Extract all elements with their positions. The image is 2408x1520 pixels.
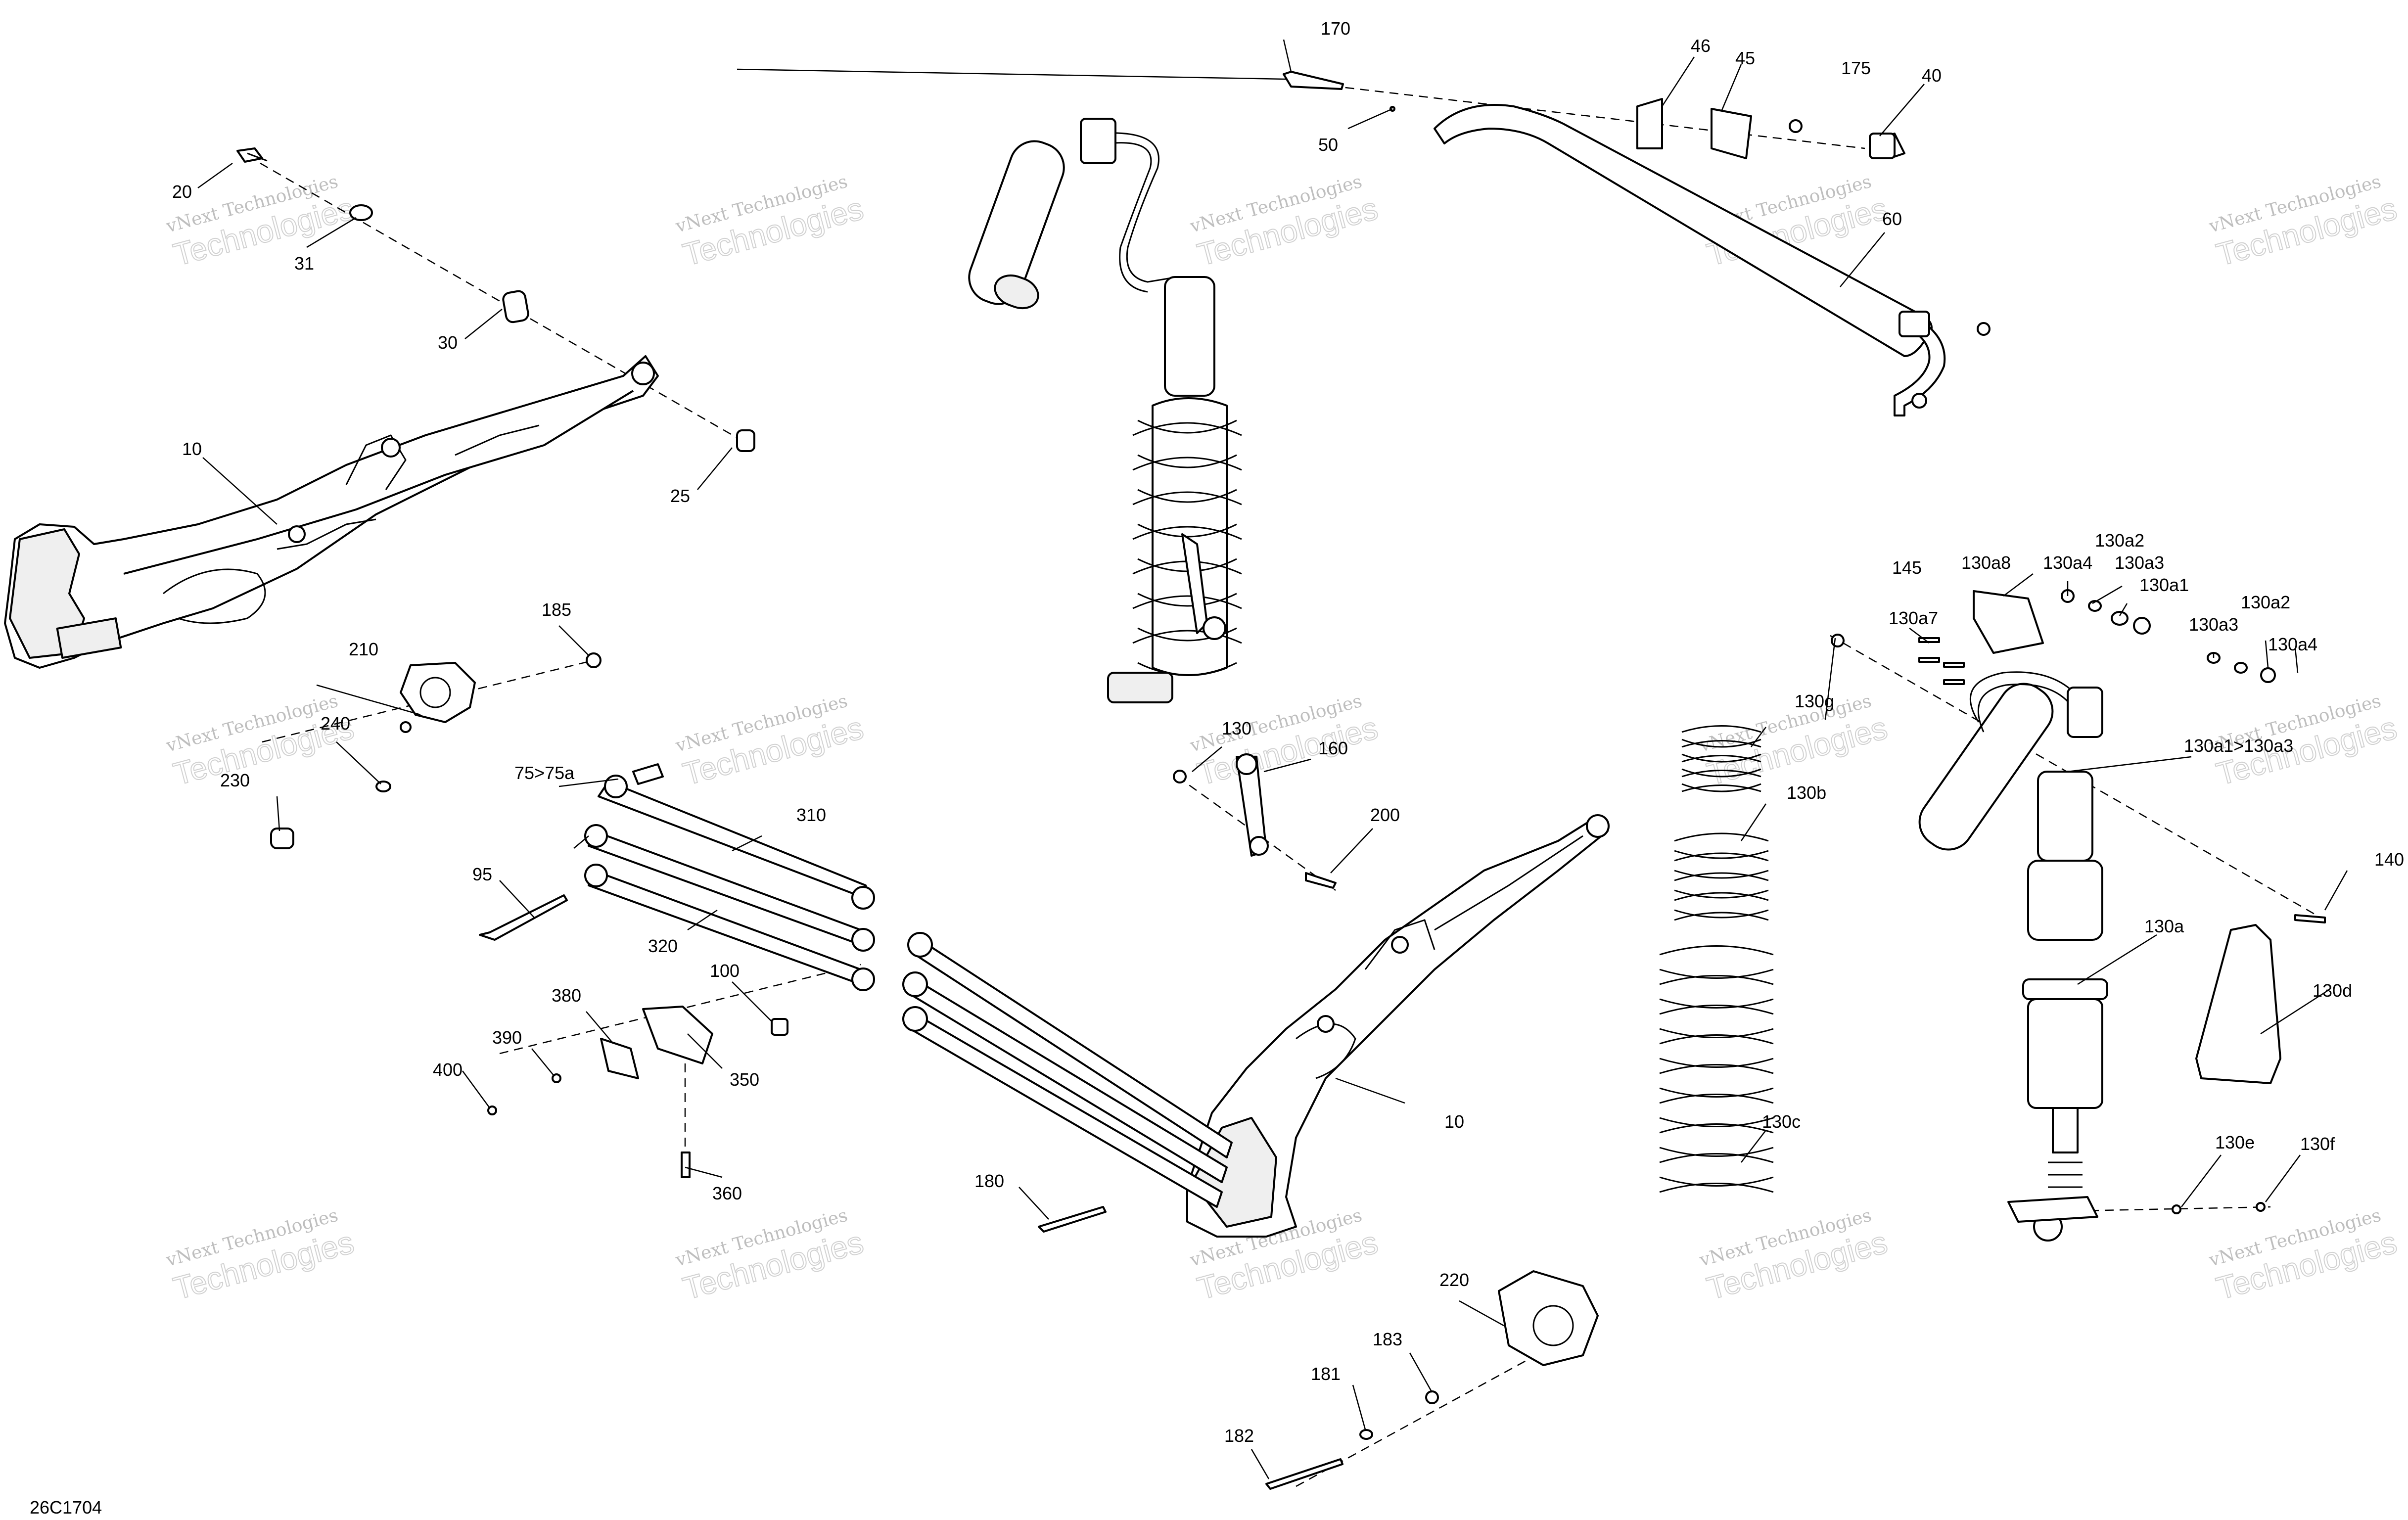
watermark: vNext Technologies Technologies [164, 691, 358, 793]
watermark: vNext Technologies Technologies [1188, 172, 1382, 274]
trailing-arm-right [1186, 814, 1610, 1238]
callout-310: 310 [796, 805, 826, 825]
callout-130a2: 130a2 [2241, 592, 2290, 612]
shock-absorber-right [1918, 671, 2108, 1242]
callout-10: 10 [1444, 1111, 1464, 1132]
callout-130b: 130b [1787, 783, 1826, 803]
leader-lines [197, 39, 2348, 1479]
watermark: vNext Technologies Technologies [2207, 1205, 2401, 1307]
callout-350: 350 [730, 1069, 759, 1090]
springs [1659, 725, 1774, 1193]
callout-130a1: 130a1 [2139, 575, 2189, 595]
callout-130a7: 130a7 [1889, 608, 1938, 628]
callout-240: 240 [321, 713, 350, 734]
watermark: vNext Technologies Technologies [1188, 691, 1382, 793]
watermark: vNext Technologies Technologies [164, 1205, 358, 1307]
callout-130c: 130c [1762, 1111, 1801, 1132]
link-arms-upper [584, 763, 875, 991]
callout-170: 170 [1321, 18, 1350, 39]
shock-absorber-center [968, 118, 1242, 703]
callout-45: 45 [1735, 48, 1755, 68]
callout-130a2: 130a2 [2095, 530, 2144, 551]
callout-200: 200 [1370, 805, 1400, 825]
diagram-code: 26C1704 [30, 1497, 102, 1518]
callout-160: 160 [1318, 738, 1348, 758]
callout-130g: 130g [1795, 691, 1834, 711]
callout-182: 182 [1224, 1426, 1254, 1446]
callout-181: 181 [1311, 1364, 1341, 1384]
callout-40: 40 [1922, 65, 1942, 86]
callout-25: 25 [670, 486, 690, 506]
callout-210: 210 [349, 639, 378, 659]
callouts: 10 20 25 30 31 40 45 46 50 60 75>75a 95 … [172, 18, 2404, 1446]
callout-390: 390 [492, 1027, 522, 1048]
callout-130f: 130f [2300, 1134, 2335, 1154]
watermark: vNext Technologies Technologies [2207, 172, 2401, 274]
callout-130a4: 130a4 [2268, 634, 2317, 654]
callout-75-75a: 75>75a [514, 763, 575, 783]
callout-180: 180 [974, 1171, 1004, 1191]
callout-50: 50 [1318, 135, 1338, 155]
callout-130a4: 130a4 [2043, 553, 2092, 573]
watermark: vNext Technologies Technologies [164, 172, 358, 274]
callout-130a3: 130a3 [2115, 553, 2164, 573]
callout-220: 220 [1439, 1270, 1469, 1290]
link-arms-lower [902, 932, 1233, 1208]
callout-100: 100 [710, 961, 740, 981]
callout-130e: 130e [2215, 1132, 2255, 1152]
callout-183: 183 [1373, 1329, 1402, 1349]
callout-360: 360 [712, 1183, 742, 1203]
callout-10: 10 [182, 439, 202, 459]
callout-140: 140 [2374, 849, 2404, 870]
callout-95: 95 [472, 864, 492, 884]
callout-130: 130 [1222, 718, 1251, 738]
callout-175: 175 [1841, 58, 1871, 78]
callout-130a1-130a3: 130a1>130a3 [2184, 736, 2293, 756]
trailing-arm-left [4, 355, 659, 669]
watermark: vNext Technologies Technologies [673, 691, 868, 793]
callout-185: 185 [542, 599, 571, 620]
small-parts [236, 71, 1896, 1490]
callout-230: 230 [220, 770, 250, 790]
callout-130d: 130d [2313, 980, 2352, 1001]
callout-130a3: 130a3 [2189, 614, 2238, 635]
watermark: vNext Technologies Technologies [1697, 1205, 1892, 1307]
callout-20: 20 [172, 182, 192, 202]
callout-60: 60 [1882, 209, 1902, 229]
callout-400: 400 [433, 1059, 463, 1080]
callout-380: 380 [552, 985, 581, 1006]
callout-46: 46 [1691, 36, 1711, 56]
callout-30: 30 [438, 332, 458, 353]
callout-320: 320 [648, 936, 678, 956]
watermark: vNext Technologies Technologies [673, 172, 868, 274]
watermark: vNext Technologies Technologies [673, 1205, 868, 1307]
callout-130a: 130a [2144, 916, 2184, 936]
callout-130a8: 130a8 [1961, 553, 2011, 573]
callout-31: 31 [294, 253, 314, 274]
callout-145: 145 [1892, 557, 1922, 578]
